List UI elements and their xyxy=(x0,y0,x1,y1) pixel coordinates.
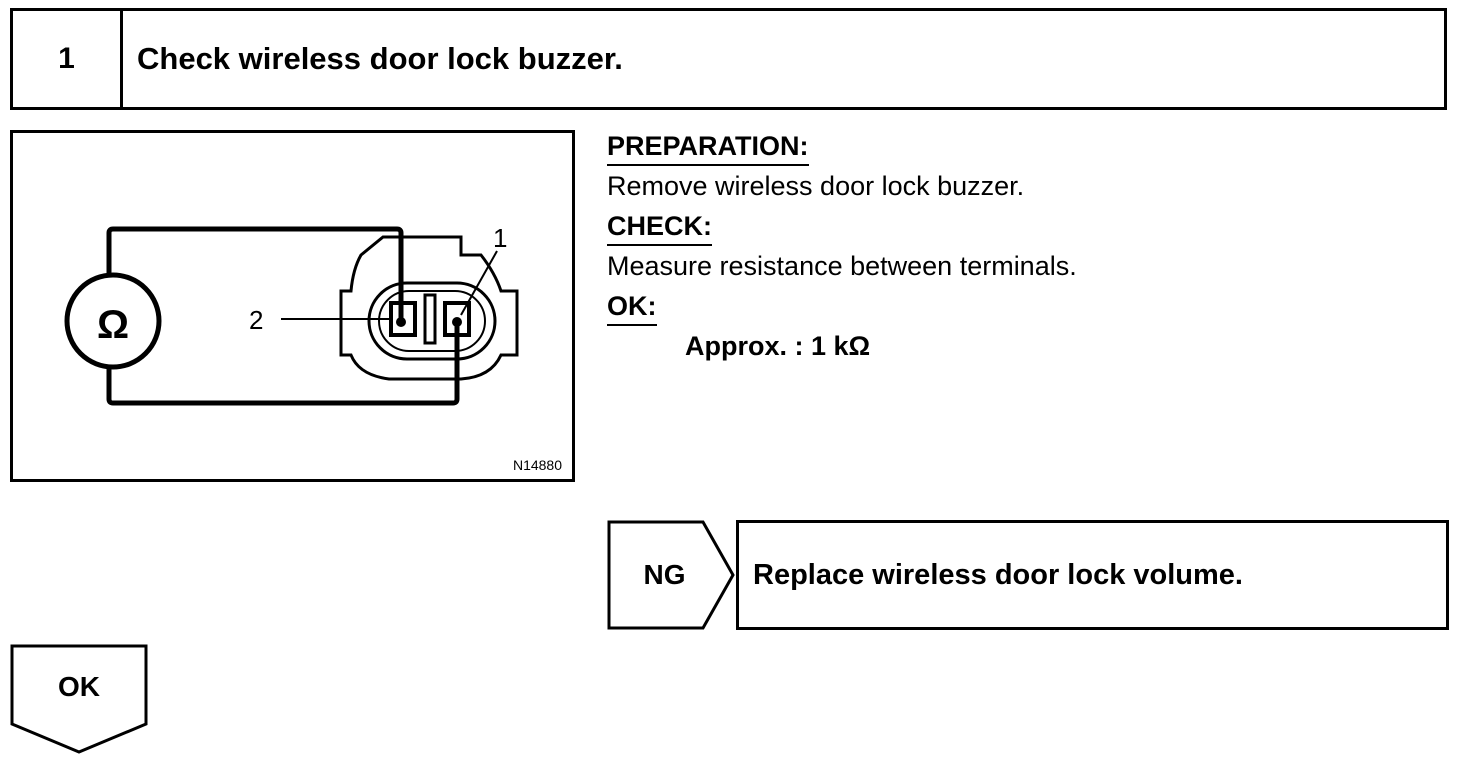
check-heading: CHECK: xyxy=(607,208,712,246)
connector-inner-ring xyxy=(378,290,486,352)
ng-branch-arrow: NG xyxy=(607,520,737,630)
terminal-1-leader xyxy=(460,250,498,316)
terminal-1-probe xyxy=(452,317,462,327)
step-title: Check wireless door lock buzzer. xyxy=(137,41,623,76)
preparation-text: Remove wireless door lock buzzer. xyxy=(607,171,1025,201)
ohmmeter-circle xyxy=(64,272,162,370)
instructions: PREPARATION: Remove wireless door lock b… xyxy=(607,126,1447,366)
wiring-diagram: Ω 1 2 N14880 xyxy=(10,130,575,482)
terminal-1-pin xyxy=(443,301,471,337)
terminal-2-probe xyxy=(396,317,406,327)
step-number: 1 xyxy=(13,11,123,107)
ok-arrow-shape xyxy=(10,644,148,754)
connector-inner-outline xyxy=(367,281,497,361)
ok-branch-arrow: OK xyxy=(10,644,148,756)
ok-heading: OK: xyxy=(607,288,657,326)
figure-code: N14880 xyxy=(512,457,562,473)
lead-to-terminal-2 xyxy=(106,226,404,321)
ng-label: NG xyxy=(643,559,686,590)
step-header: 1 Check wireless door lock buzzer. xyxy=(10,8,1447,110)
ok-label: OK xyxy=(58,671,100,702)
ohmmeter-connector-diagram xyxy=(64,226,519,406)
check-text: Measure resistance between terminals. xyxy=(607,251,1077,281)
ng-arrow-shape xyxy=(607,520,735,630)
ohmmeter-symbol: Ω xyxy=(96,303,130,347)
terminal-2-label: 2 xyxy=(249,305,264,335)
connector-divider xyxy=(423,293,437,345)
preparation-heading: PREPARATION: xyxy=(607,128,809,166)
ok-spec: Approx. : 1 kΩ xyxy=(685,331,871,361)
lead-to-terminal-1 xyxy=(106,321,460,406)
ng-action: Replace wireless door lock volume. xyxy=(736,520,1449,630)
terminal-1-label: 1 xyxy=(493,223,508,253)
connector-body xyxy=(339,235,519,381)
